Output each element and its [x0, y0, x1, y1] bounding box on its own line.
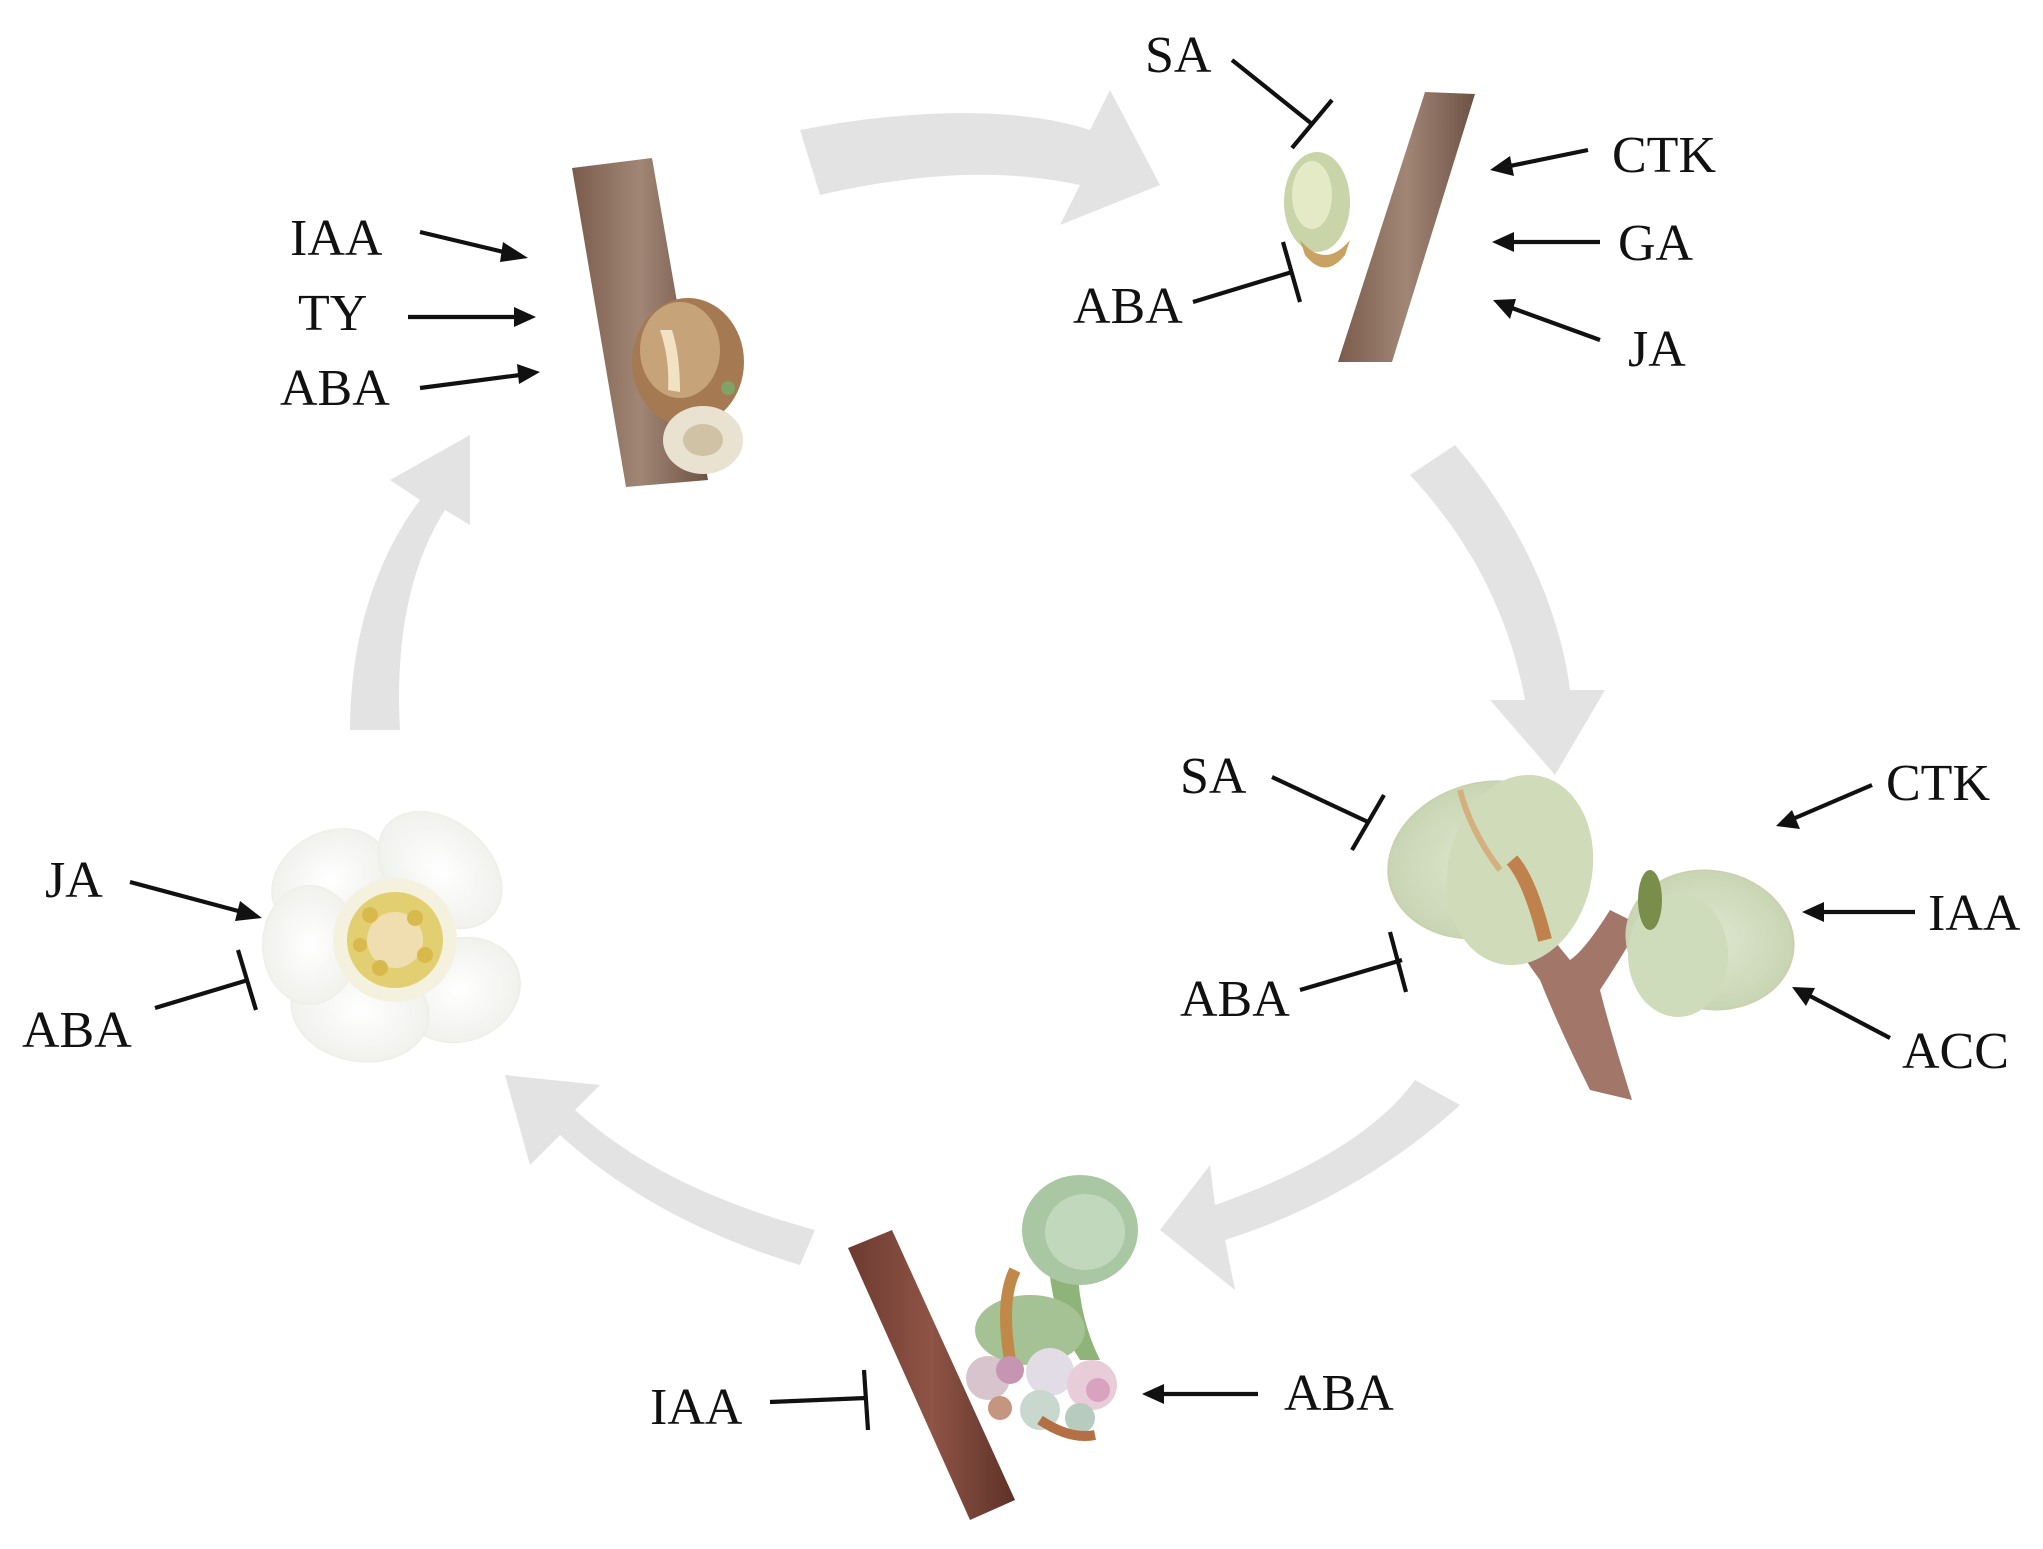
promote-arrow-icon — [1776, 783, 1873, 829]
regulator-label: ABA — [1284, 1365, 1394, 1422]
flower-bud-regulators: IAA ABA — [650, 1365, 1394, 1436]
promote-arrow-icon — [129, 879, 262, 921]
dormant-bud-photo — [572, 158, 744, 487]
promote-arrow-icon — [1492, 232, 1600, 252]
cycle-arrow-top-icon — [800, 90, 1160, 225]
open-flower-photo — [262, 810, 521, 1063]
leaf-emergence-regulators: SA ABA CTK IAA ACC — [1180, 748, 2021, 1080]
open-flower-regulators: JA ABA — [22, 852, 262, 1059]
cycle-arrow-lower-left-icon — [505, 1075, 815, 1265]
promote-arrow-icon — [1142, 1384, 1258, 1404]
promote-arrow-icon — [408, 307, 536, 327]
regulator-label: ABA — [1180, 971, 1290, 1028]
cycle-arrow-left-icon — [350, 435, 470, 730]
dormant-bud-regulators: IAA TY ABA — [280, 210, 540, 417]
regulator-label: JA — [1628, 321, 1686, 378]
regulator-label: SA — [1145, 27, 1212, 84]
regulator-label: GA — [1618, 215, 1694, 272]
regulator-label: SA — [1180, 748, 1247, 805]
inhibit-arrow-icon — [1299, 931, 1409, 993]
regulator-label: IAA — [1928, 885, 2021, 942]
regulator-label: ABA — [22, 1002, 132, 1059]
regulator-label: JA — [45, 852, 103, 909]
inhibit-arrow-icon — [1192, 241, 1303, 305]
regulator-label: IAA — [290, 210, 383, 267]
promote-arrow-icon — [419, 229, 528, 262]
cycle-arrows — [350, 90, 1605, 1290]
promote-arrow-icon — [1493, 299, 1601, 342]
flower-bud-cluster-photo — [848, 1175, 1138, 1520]
promote-arrow-icon — [419, 364, 540, 391]
inhibit-arrow-icon — [1230, 58, 1334, 150]
cycle-arrow-lower-right-icon — [1160, 1080, 1460, 1290]
inhibit-arrow-icon — [154, 949, 259, 1011]
regulator-label: IAA — [650, 1379, 743, 1436]
swelling-bud-regulators: SA ABA CTK GA JA — [1073, 27, 1716, 378]
inhibit-arrow-icon — [1271, 775, 1386, 852]
promote-arrow-icon — [1792, 987, 1891, 1040]
regulator-label: ABA — [1073, 278, 1183, 335]
promote-arrow-icon — [1490, 147, 1589, 176]
regulator-label: ABA — [280, 360, 390, 417]
leafing-shoot-photo — [1387, 774, 1795, 1100]
regulator-label: CTK — [1612, 127, 1716, 184]
regulator-label: ACC — [1902, 1023, 2009, 1080]
swelling-bud-photo — [1284, 92, 1475, 362]
cycle-arrow-right-icon — [1410, 445, 1605, 775]
regulator-label: TY — [298, 285, 367, 342]
inhibit-arrow-icon — [769, 1369, 871, 1431]
promote-arrow-icon — [1802, 902, 1915, 922]
regulator-label: CTK — [1886, 755, 1990, 812]
